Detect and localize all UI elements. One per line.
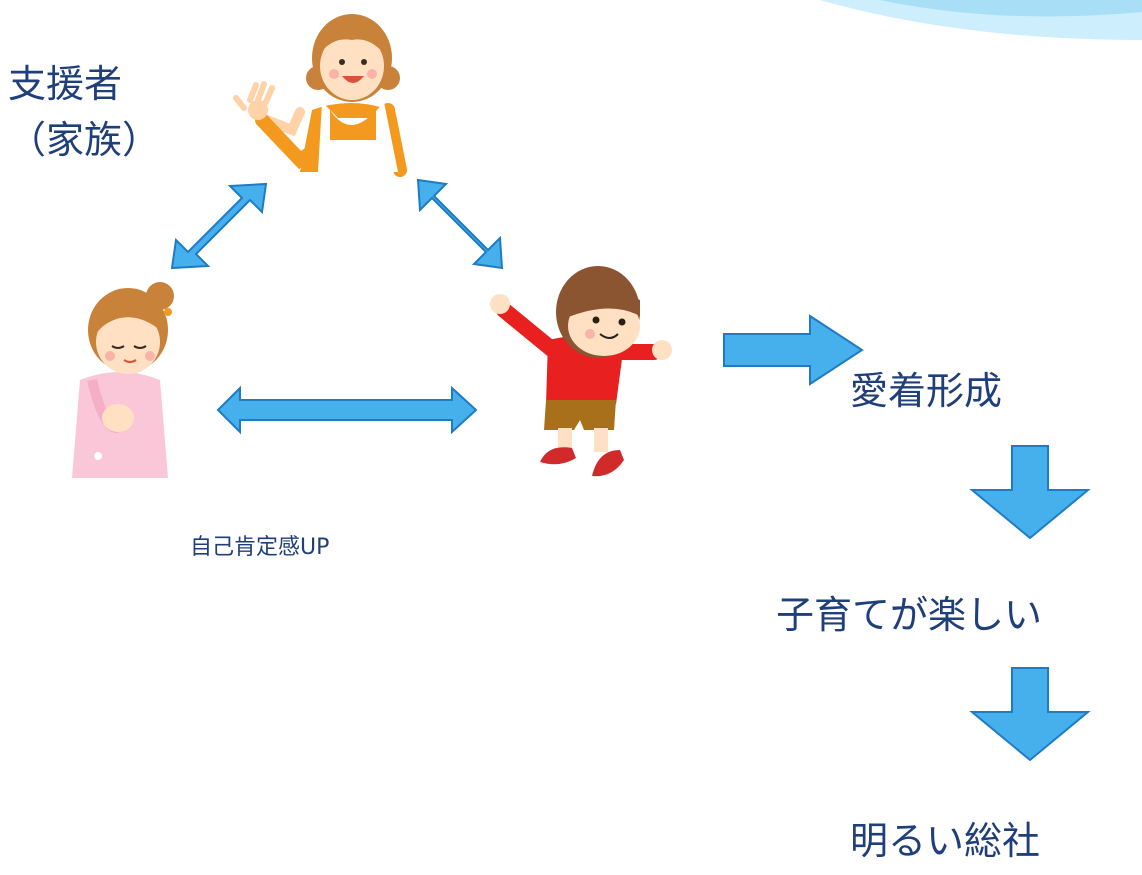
supporter-label-line1: 支援者 xyxy=(8,62,123,106)
arrow-to-attachment xyxy=(723,314,864,386)
arrow-mother-child xyxy=(416,178,504,270)
attachment-label: 愛着形成 xyxy=(850,369,1003,413)
supporter-label-line2: （家族） xyxy=(8,118,161,162)
childcare-enjoyable-label: 子育てが楽しい xyxy=(776,593,1043,637)
arrow-down-1 xyxy=(969,445,1091,540)
mother-figure xyxy=(233,14,407,177)
child-figure xyxy=(490,266,672,477)
self-esteem-label: 自己肯定感UP xyxy=(190,535,330,560)
arrow-caregiver-child xyxy=(216,385,478,435)
arrow-down-2 xyxy=(969,667,1091,762)
bright-society-label: 明るい総社 xyxy=(850,819,1041,863)
supporter-label: 支援者 （家族） xyxy=(8,56,160,168)
arrow-mother-caregiver xyxy=(170,182,268,270)
caregiver-figure xyxy=(72,282,174,478)
